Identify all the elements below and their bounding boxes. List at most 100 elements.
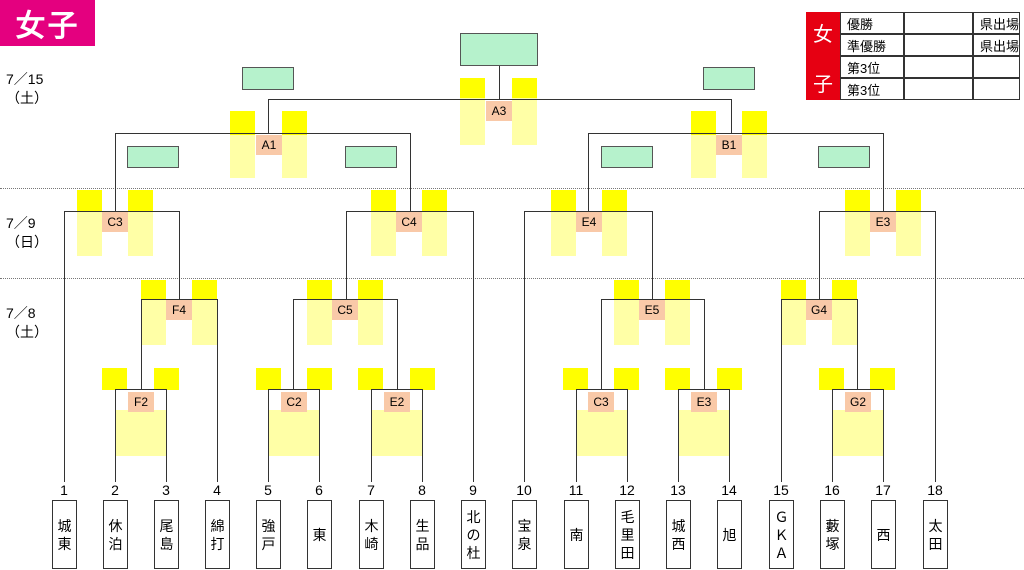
match-label-c5: C5: [332, 300, 358, 320]
bracket-line: [576, 389, 577, 482]
score-box: [832, 410, 883, 456]
score-box: [832, 280, 857, 300]
score-box: [614, 300, 639, 345]
team-name-char: 里: [620, 526, 635, 543]
bracket-line: [115, 133, 116, 211]
team-box: 尾島: [154, 500, 179, 569]
score-box: [141, 300, 166, 345]
score-box: [665, 300, 690, 345]
bracket-line: [883, 389, 884, 482]
score-box: [781, 280, 806, 300]
score-box: [371, 190, 396, 212]
team-number: 17: [875, 482, 891, 498]
team-name-char: 太: [928, 517, 943, 534]
day-text: （土）: [6, 324, 48, 340]
score-box: [307, 368, 332, 390]
date-text: 7／15: [6, 71, 44, 87]
team-name-char: の: [466, 526, 481, 543]
result-note: [973, 56, 1020, 78]
bracket-line: [179, 211, 180, 299]
score-box: [870, 368, 895, 390]
date-text: 7／8: [6, 305, 36, 321]
team-box: 藪塚: [820, 500, 845, 569]
round-date-final: 7／15 （土）: [6, 70, 66, 108]
score-box: [268, 410, 319, 456]
score-box: [358, 280, 383, 300]
day-text: （土）: [6, 90, 48, 106]
side-label-bottom: 子: [813, 74, 833, 96]
team-number: 5: [264, 482, 272, 498]
match-label-e3-top: E3: [870, 212, 896, 232]
bracket-line: [397, 299, 398, 389]
bracket-line: [819, 211, 820, 299]
score-box: [192, 280, 217, 300]
team-name-char: 塚: [825, 535, 840, 552]
score-box: [282, 111, 307, 135]
bracket-line: [115, 133, 410, 134]
score-box: [678, 410, 729, 456]
team-box: 休泊: [103, 500, 128, 569]
score-box: [832, 300, 857, 345]
score-box: [256, 368, 281, 390]
score-box: [614, 280, 639, 300]
score-box: [358, 300, 383, 345]
bracket-line: [729, 389, 730, 482]
score-box: [845, 212, 870, 256]
team-name-char: Ｇ: [774, 508, 789, 525]
bracket-line: [678, 389, 679, 482]
result-note: 県出場: [973, 12, 1020, 34]
bracket-line: [781, 299, 857, 300]
team-box: 宝泉: [512, 500, 537, 569]
bracket-line: [64, 211, 179, 212]
team-number: 6: [315, 482, 323, 498]
score-box: [128, 190, 153, 212]
match-label-a3: A3: [486, 101, 512, 121]
bracket-line: [601, 299, 704, 300]
team-name-char: 田: [620, 544, 635, 561]
bracket-line: [473, 211, 474, 482]
bracket-line: [268, 389, 319, 390]
result-place: 準優勝: [840, 34, 904, 56]
bracket-line: [268, 99, 269, 133]
bracket-line: [652, 211, 653, 299]
score-box: [307, 300, 332, 345]
score-box: [563, 368, 588, 390]
bracket-line: [857, 299, 858, 389]
match-label-c3-top: C3: [102, 212, 128, 232]
score-box: [614, 368, 639, 390]
bracket-line: [588, 133, 589, 211]
result-note: 県出場: [973, 34, 1020, 56]
score-box: [551, 212, 576, 256]
team-number: 7: [367, 482, 375, 498]
result-place: 第3位: [840, 78, 904, 100]
score-box: [781, 300, 806, 345]
result-team: [904, 56, 973, 78]
match-label-e4: E4: [576, 212, 602, 232]
score-box: [460, 98, 485, 145]
score-box: [460, 78, 485, 98]
score-box: [576, 410, 627, 456]
results-side-label: 女 子: [806, 12, 840, 100]
team-name-char: 城: [671, 517, 686, 534]
bracket-line: [371, 389, 422, 390]
score-box: [77, 190, 102, 212]
bracket-line: [832, 389, 883, 390]
result-place: 優勝: [840, 12, 904, 34]
result-team: [904, 12, 973, 34]
score-box: [845, 190, 870, 212]
bracket-line: [217, 299, 218, 482]
bracket-line: [268, 99, 731, 100]
score-box: [371, 212, 396, 256]
bracket-line: [704, 299, 705, 389]
day-text: （日）: [6, 234, 48, 250]
winner-box: [345, 146, 397, 168]
team-name-char: 品: [415, 535, 430, 552]
team-name-char: 泊: [108, 535, 123, 552]
team-number: 12: [619, 482, 635, 498]
bracket-line: [346, 211, 473, 212]
bracket-line: [883, 133, 884, 211]
match-label-e2: E2: [384, 392, 410, 412]
team-box: 西: [871, 500, 896, 569]
match-label-g2: G2: [845, 392, 871, 412]
winner-box: [127, 146, 179, 168]
